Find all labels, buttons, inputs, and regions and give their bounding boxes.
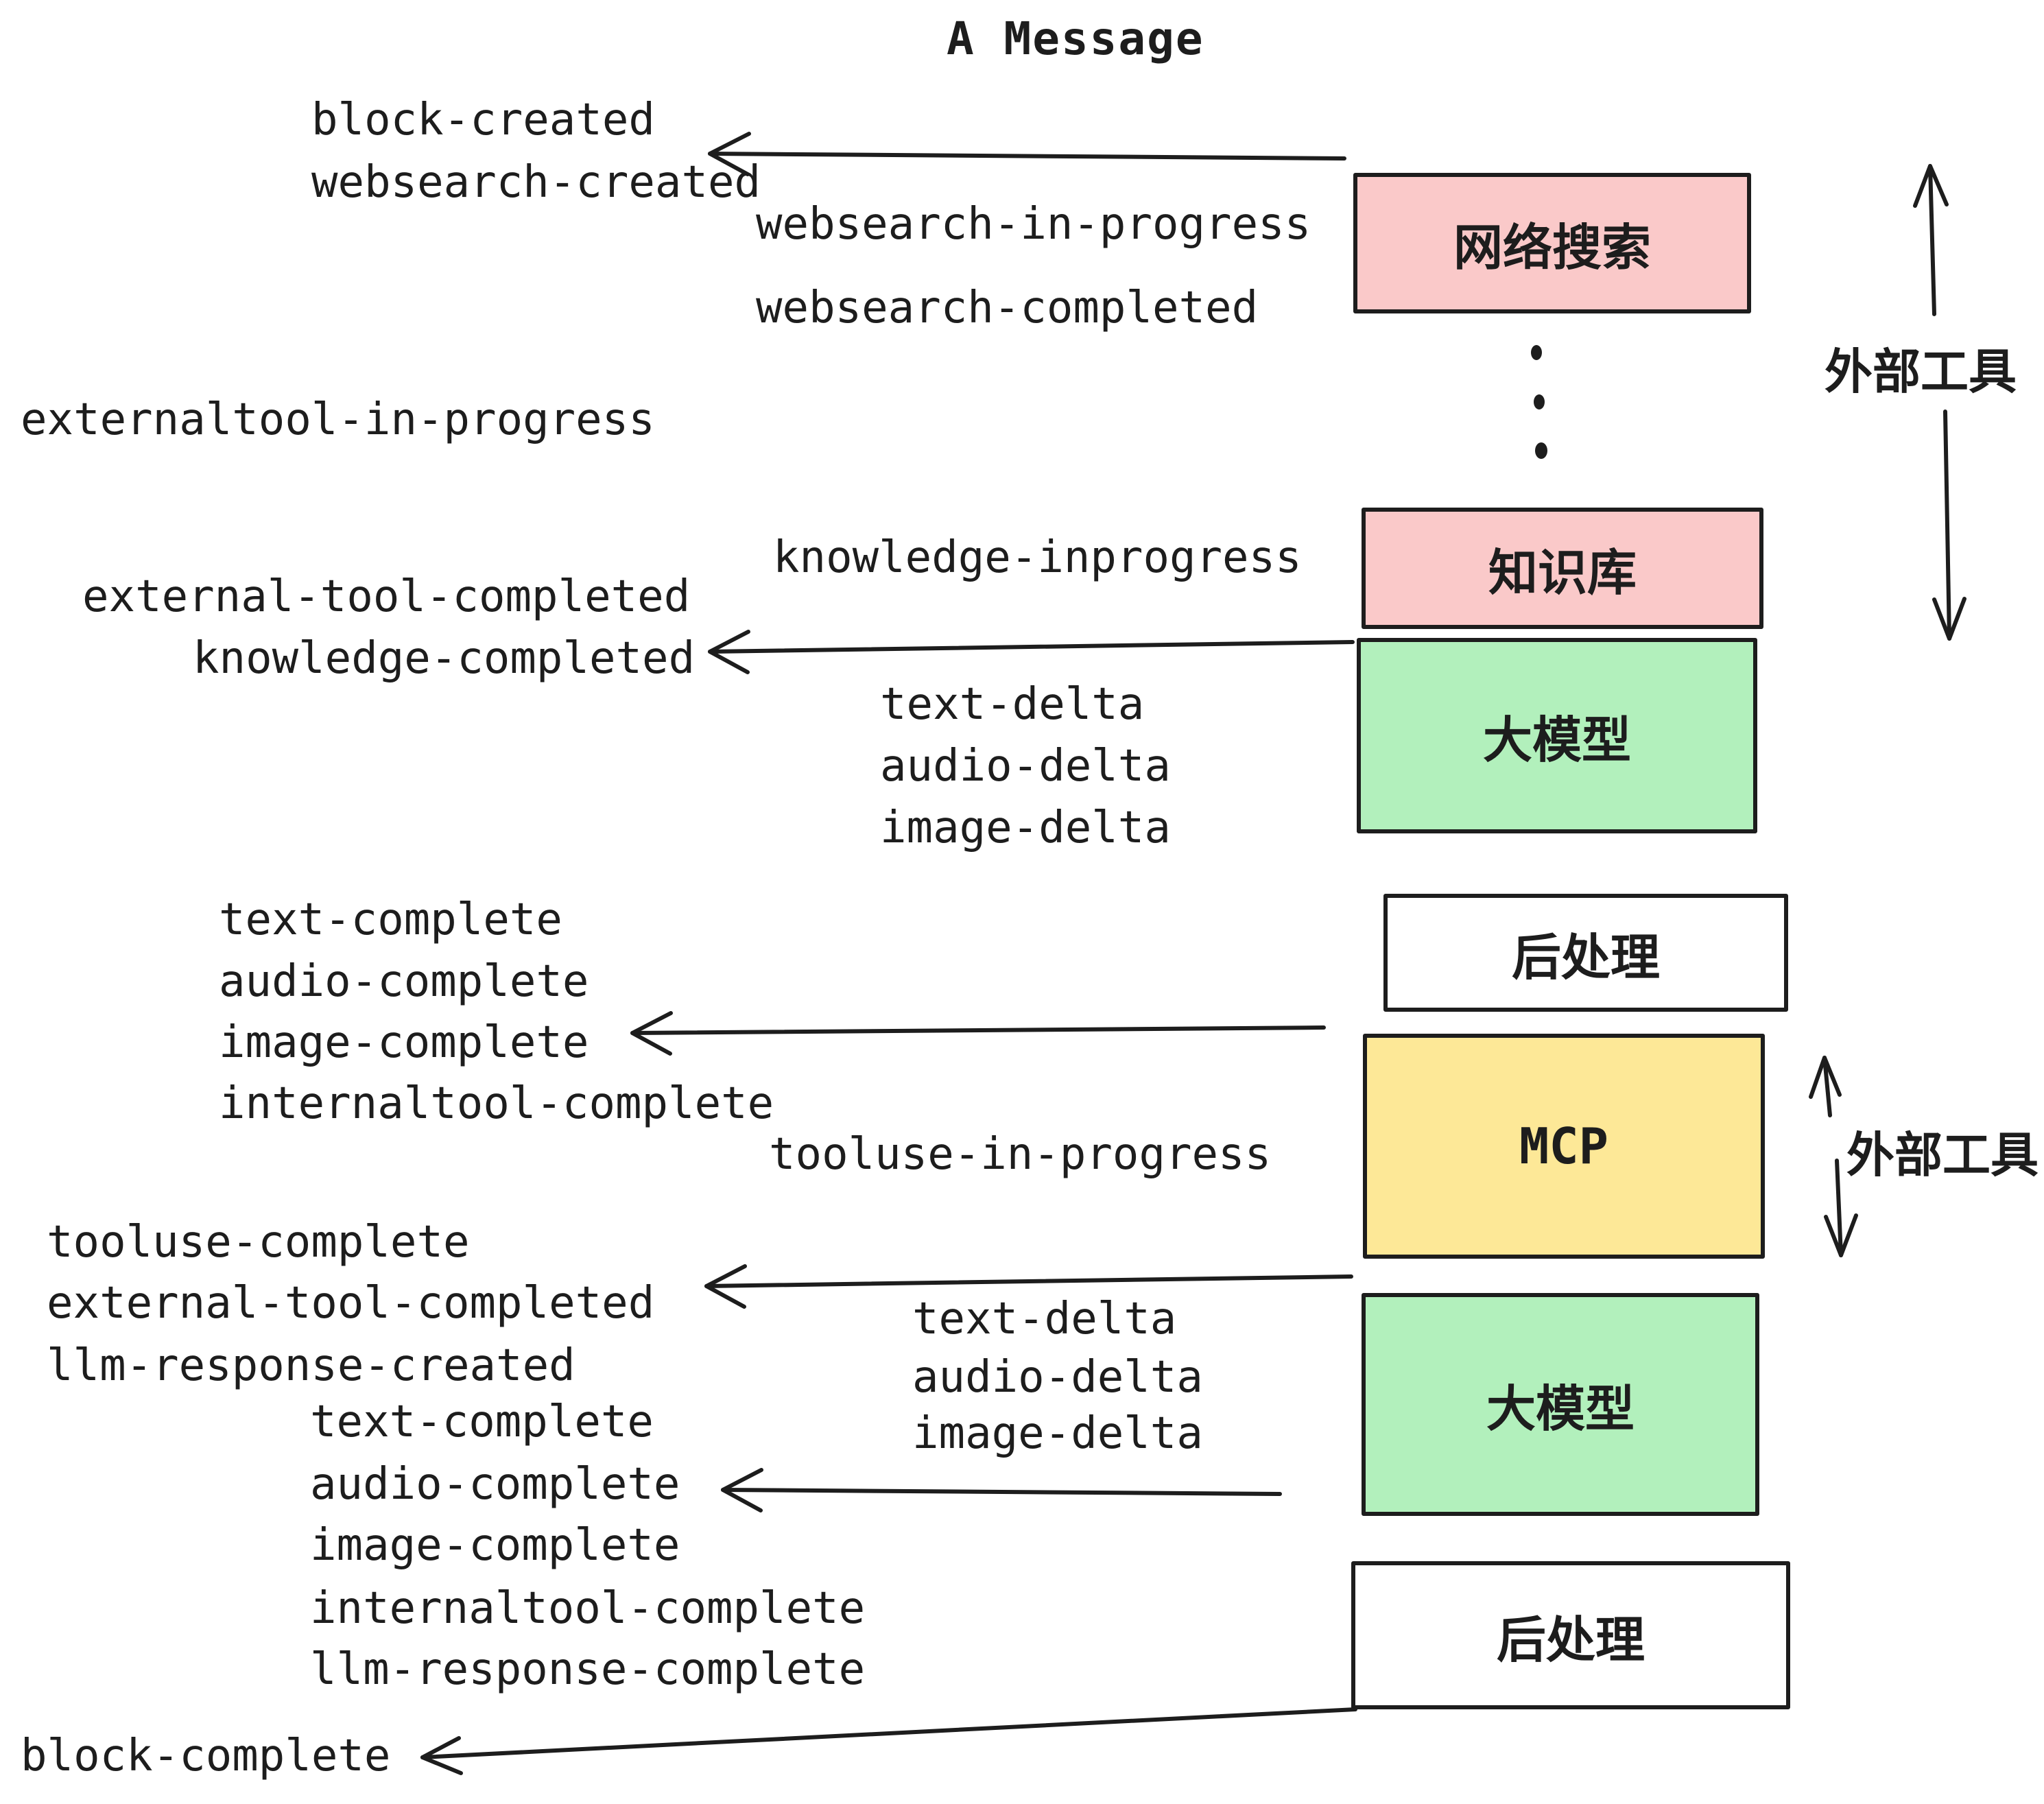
event-label-knowledge-inprogress: knowledge-inprogress (773, 532, 1302, 583)
event-label-text-complete-2: text-complete (310, 1397, 654, 1447)
event-label-llm-response-created: llm-response-created (47, 1340, 575, 1391)
box-mcp-label: MCP (1519, 1117, 1609, 1175)
box-mcp: MCP (1363, 1034, 1765, 1259)
box-llm-1: 大模型 (1357, 638, 1757, 833)
box-websearch: 网络搜索 (1353, 173, 1751, 313)
event-label-internaltool-complete-2: internaltool-complete (310, 1583, 866, 1634)
event-label-externaltool-in-progress: externaltool-in-progress (21, 394, 655, 445)
event-label-external-tool-completed-2: external-tool-completed (47, 1278, 655, 1329)
arrow-to-block-complete (420, 1707, 1357, 1775)
box-knowledge-base: 知识库 (1362, 508, 1763, 629)
event-label-tooluse-complete: tooluse-complete (47, 1217, 470, 1268)
box-postprocess-2: 后处理 (1351, 1561, 1790, 1709)
event-label-websearch-completed: websearch-completed (756, 283, 1259, 333)
box-postprocess-1-label: 后处理 (1511, 928, 1660, 986)
arrow-to-audio-complete (721, 1468, 1282, 1512)
event-label-text-complete: text-complete (219, 894, 562, 945)
ellipsis-dots (1531, 345, 1547, 459)
event-label-internaltool-complete: internaltool-complete (219, 1078, 774, 1129)
event-label-audio-delta-2: audio-delta (912, 1352, 1203, 1403)
event-label-audio-complete-2: audio-complete (310, 1459, 680, 1510)
event-label-block-created: block-created (311, 95, 655, 145)
external-tools-label-1: 外部工具 (1825, 333, 2017, 403)
external-tools-double-arrow-1 (1913, 164, 1966, 641)
event-label-llm-response-complete: llm-response-complete (310, 1644, 866, 1695)
box-postprocess-1: 后处理 (1383, 894, 1788, 1012)
box-knowledge-base-label: 知识库 (1488, 544, 1637, 602)
diagram-title: A Message (947, 12, 1204, 65)
event-label-websearch-created: websearch-created (311, 157, 761, 208)
external-tools-label-2: 外部工具 (1846, 1117, 2039, 1186)
event-label-audio-delta: audio-delta (880, 741, 1171, 792)
event-label-image-delta-2: image-delta (912, 1408, 1203, 1459)
arrow-to-image-complete (630, 1011, 1326, 1056)
event-label-image-complete-2: image-complete (310, 1520, 680, 1571)
event-label-knowledge-completed: knowledge-completed (193, 633, 696, 684)
box-llm-2: 大模型 (1362, 1293, 1759, 1516)
event-label-audio-complete: audio-complete (219, 956, 589, 1007)
event-label-text-delta: text-delta (880, 679, 1145, 730)
event-label-image-delta: image-delta (880, 803, 1171, 853)
arrow-to-knowledge-completed (708, 630, 1355, 674)
arrow-to-tooluse-complete (704, 1264, 1353, 1309)
box-websearch-label: 网络搜索 (1453, 219, 1651, 276)
box-postprocess-2-label: 后处理 (1496, 1611, 1645, 1669)
event-label-external-tool-completed: external-tool-completed (82, 571, 691, 622)
event-label-block-complete: block-complete (21, 1731, 391, 1781)
event-label-tooluse-in-progress: tooluse-in-progress (769, 1129, 1272, 1180)
external-tools-double-arrow-2 (1809, 1056, 1858, 1257)
arrow-to-websearch-created (708, 132, 1346, 176)
event-label-image-complete: image-complete (219, 1017, 589, 1068)
box-llm-1-label: 大模型 (1482, 711, 1631, 769)
event-label-websearch-in-progress: websearch-in-progress (756, 199, 1311, 250)
event-label-text-delta-2: text-delta (912, 1294, 1177, 1344)
box-llm-2-label: 大模型 (1486, 1380, 1635, 1438)
